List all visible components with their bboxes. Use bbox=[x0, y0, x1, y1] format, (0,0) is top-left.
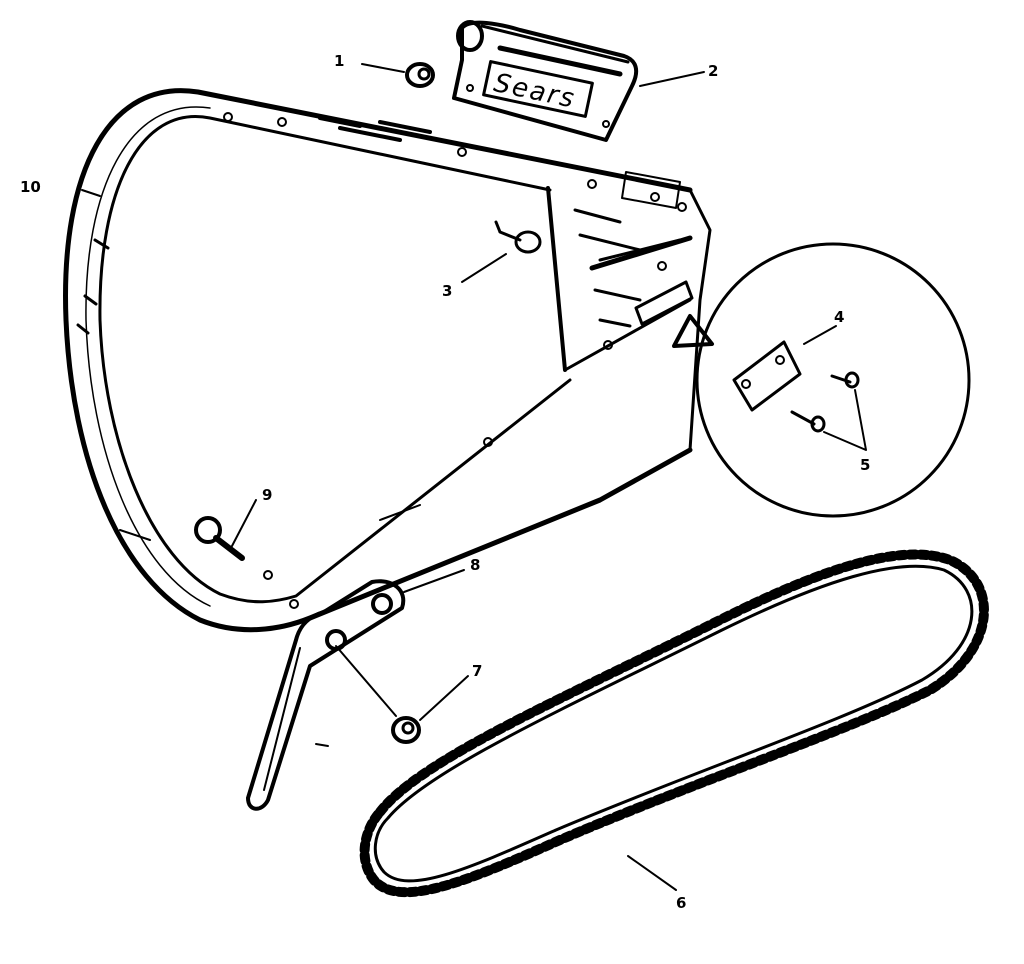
plate-icon bbox=[732, 340, 802, 412]
chain-icon bbox=[359, 549, 989, 898]
handle-icon: Sears bbox=[452, 20, 639, 142]
callout-7: 7 bbox=[472, 662, 482, 680]
screw-icon bbox=[494, 220, 542, 254]
callout-10: 10 bbox=[20, 178, 41, 196]
detail-inset bbox=[695, 242, 971, 518]
nut-icon bbox=[405, 62, 435, 88]
callout-5: 5 bbox=[860, 456, 870, 474]
callout-4: 4 bbox=[834, 308, 844, 326]
callout-leaders bbox=[81, 63, 837, 891]
bow-guide-bar bbox=[63, 88, 712, 633]
callout-8: 8 bbox=[470, 556, 480, 574]
mount-plate bbox=[634, 280, 714, 348]
bolt-icon bbox=[194, 516, 245, 561]
callout-2: 2 bbox=[708, 62, 718, 80]
rivet-icon bbox=[790, 371, 860, 433]
spike-icon bbox=[246, 579, 406, 811]
callout-9: 9 bbox=[262, 486, 272, 504]
callout-3: 3 bbox=[442, 282, 452, 300]
callout-1: 1 bbox=[334, 52, 344, 70]
brand-nameplate-text: Sears bbox=[491, 68, 578, 115]
hex-nut-icon bbox=[391, 716, 421, 744]
callout-6: 6 bbox=[676, 894, 686, 912]
